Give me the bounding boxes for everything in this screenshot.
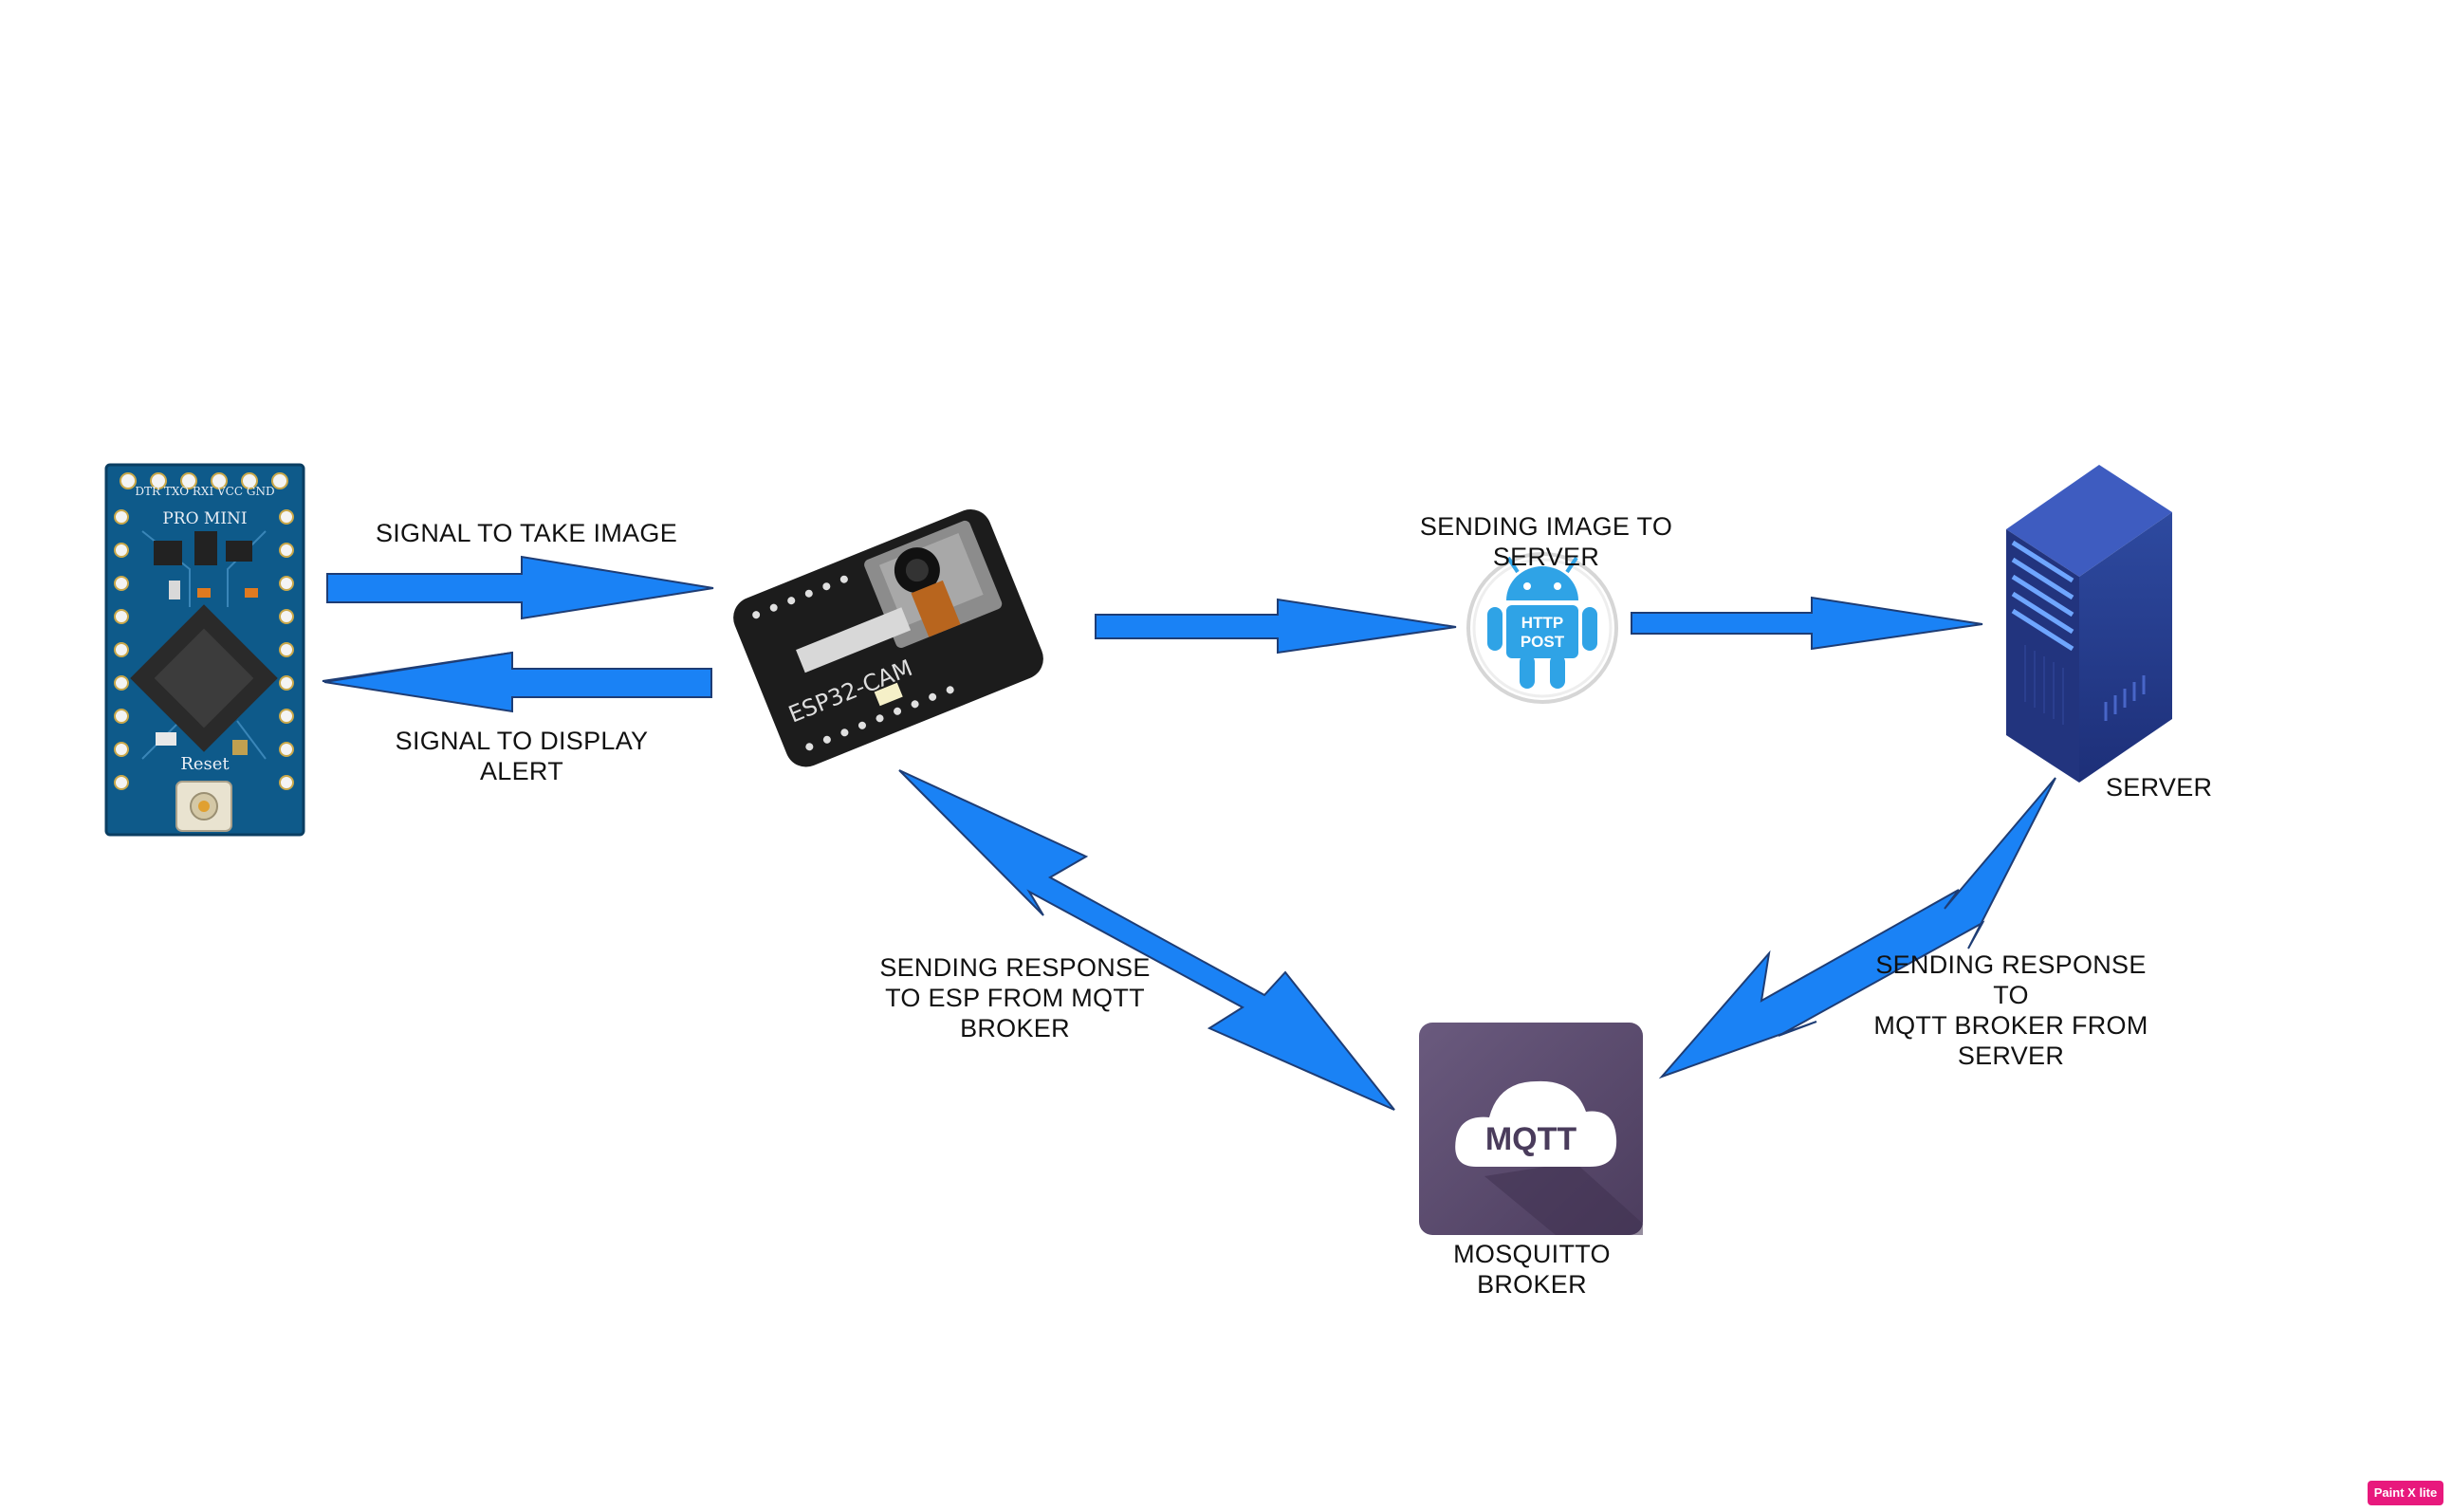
- mqtt-mosquitto-logo: MQTT: [1419, 1023, 1643, 1235]
- server-tower-icon: [2006, 465, 2172, 783]
- arrow-esp-mqtt-bidirectional: [898, 769, 1395, 1111]
- http-post-android-icon: HTTP POST: [1466, 552, 1618, 704]
- label-response-to-broker: SENDING RESPONSE TO MQTT BROKER FROM SER…: [1873, 950, 2148, 1070]
- arrows: [322, 555, 2056, 1111]
- arrow-server-mqtt-bidirectional: [1658, 777, 2056, 1079]
- label-response-to-esp: SENDING RESPONSE TO ESP FROM MQTT BROKER: [879, 953, 1151, 1042]
- arrow-display-alert-body: [323, 651, 712, 713]
- arrow-http-to-server: [1631, 596, 1983, 651]
- label-server: SERVER: [2106, 773, 2213, 802]
- label-signal-display-alert: SIGNAL TO DISPLAY ALERT: [395, 727, 649, 785]
- post-label: POST: [1521, 633, 1565, 651]
- label-sending-image: SENDING IMAGE TO SERVER: [1419, 512, 1673, 571]
- esp32-cam-board: ESP32-CAM: [733, 509, 1043, 767]
- arduino-pro-mini-board: DTR TXO RXI VCC GND PRO MINI Reset: [104, 463, 305, 837]
- arduino-title: PRO MINI: [162, 509, 247, 528]
- arrow-esp-to-http: [1095, 598, 1457, 655]
- arrow-signal-take-image: [326, 555, 714, 620]
- label-signal-take-image: SIGNAL TO TAKE IMAGE: [375, 519, 678, 547]
- arduino-reset-label: Reset: [180, 754, 230, 774]
- arduino-top-pins: DTR TXO RXI VCC GND: [135, 485, 274, 498]
- http-label: HTTP: [1521, 614, 1563, 632]
- paint-x-lite-watermark: Paint X lite: [2368, 1481, 2443, 1505]
- mqtt-logo-text: MQTT: [1485, 1121, 1577, 1157]
- label-mosquitto-broker: MOSQUITTO BROKER: [1453, 1240, 1611, 1299]
